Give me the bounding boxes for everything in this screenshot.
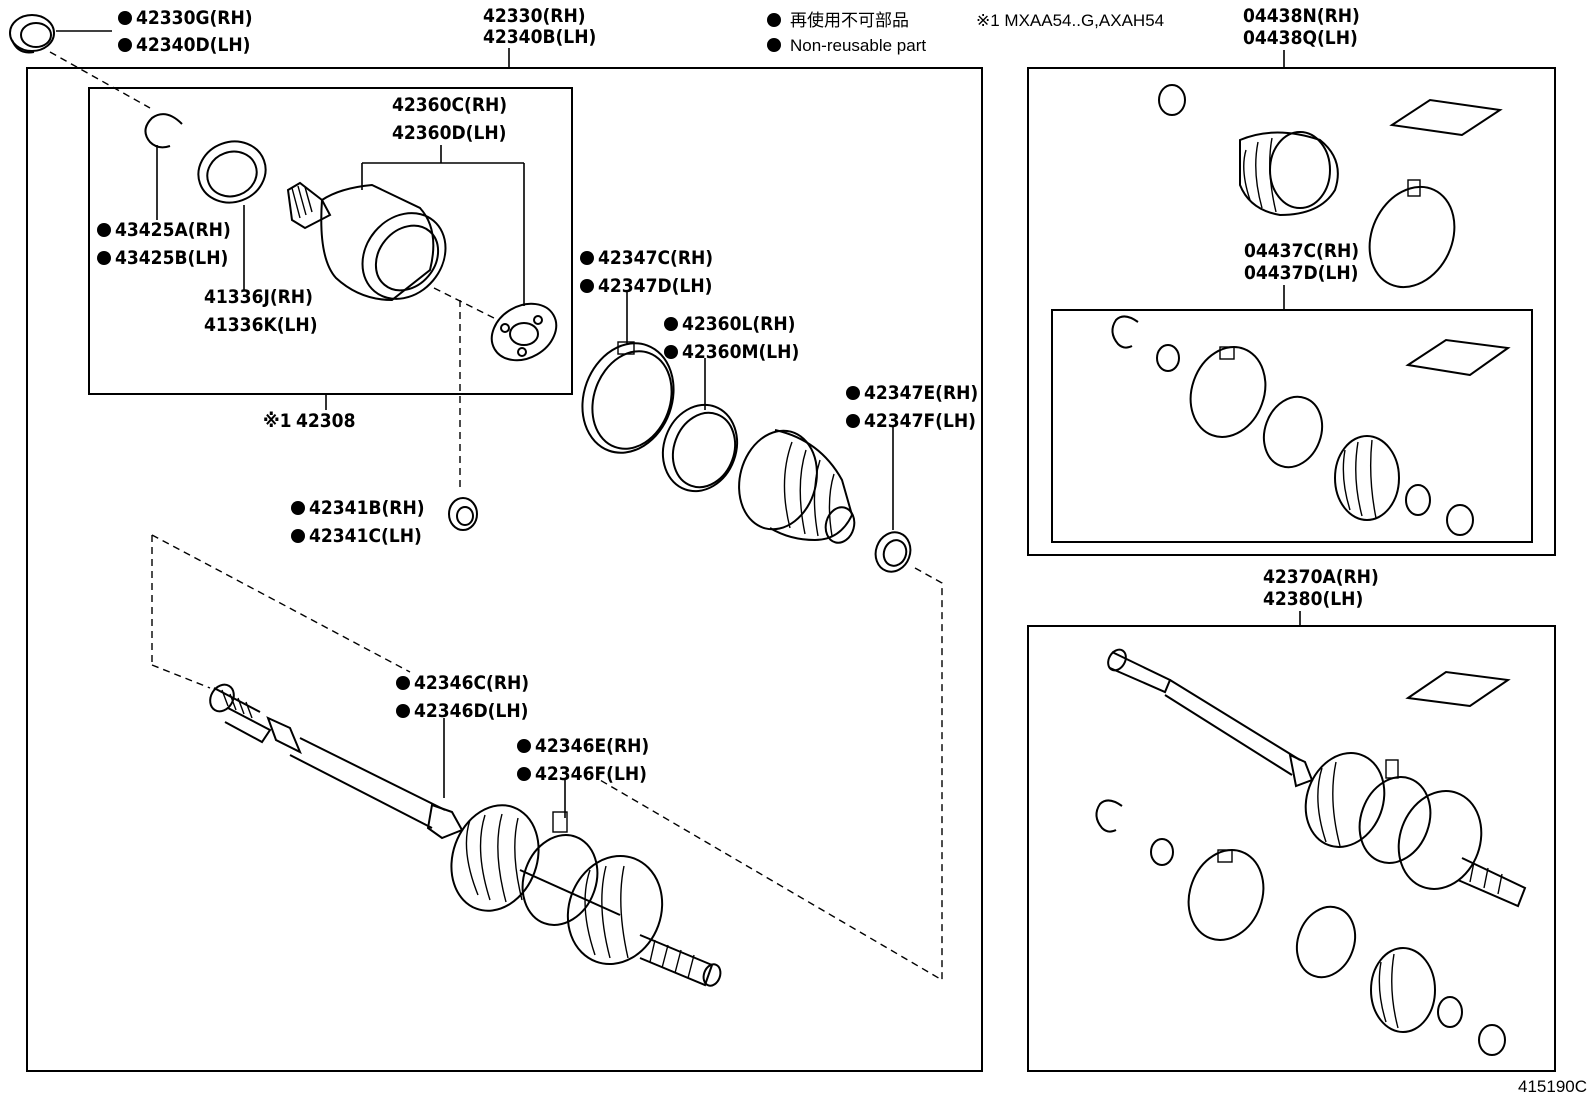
band-part[interactable] bbox=[1254, 389, 1331, 476]
hub-nut-part[interactable] bbox=[9, 14, 55, 54]
note-marker: ※1 bbox=[263, 410, 292, 432]
inboard-joint-frame bbox=[88, 87, 573, 395]
cv-boot-part[interactable] bbox=[728, 422, 858, 546]
drive-shaft-part[interactable] bbox=[205, 680, 723, 988]
label-42370A: 42370A(RH) bbox=[1263, 566, 1379, 588]
label-42347D: 42347D(LH) bbox=[598, 275, 712, 297]
legend-line-en: Non-reusable part bbox=[790, 36, 926, 55]
snap-ring-part[interactable] bbox=[144, 113, 183, 149]
ring-part[interactable] bbox=[1156, 344, 1180, 372]
figure-id: 415190C bbox=[1518, 1077, 1587, 1096]
small-clamp-part[interactable] bbox=[1478, 1024, 1506, 1056]
label-04437D: 04437D(LH) bbox=[1244, 262, 1358, 284]
shaft-assembly-frame bbox=[26, 67, 983, 1072]
label-04438Q: 04438Q(LH) bbox=[1243, 27, 1358, 49]
label-42347F: 42347F(LH) bbox=[864, 410, 976, 432]
boot-clamp-part[interactable] bbox=[1178, 336, 1277, 447]
large-boot-clamp-part[interactable] bbox=[568, 330, 689, 465]
label-42346C: 42346C(RH) bbox=[414, 672, 529, 694]
boot-kit-frame bbox=[1027, 67, 1556, 556]
label-42346D: 42346D(LH) bbox=[414, 700, 528, 722]
small-ring-part[interactable] bbox=[448, 497, 478, 531]
label-43425A: 43425A(RH) bbox=[115, 219, 231, 241]
label-42347E: 42347E(RH) bbox=[864, 382, 978, 404]
snap-ring-part[interactable] bbox=[1095, 799, 1123, 833]
label-42360M: 42360M(LH) bbox=[682, 341, 799, 363]
outboard-assembly-frame bbox=[1027, 625, 1556, 1072]
snap-ring-part[interactable] bbox=[1111, 315, 1139, 349]
grease-pack-icon bbox=[1389, 98, 1503, 137]
grease-pack-icon bbox=[1405, 670, 1511, 708]
legend-line-jp: 再使用不可部品 bbox=[790, 10, 909, 30]
ring-part[interactable] bbox=[1150, 838, 1174, 866]
label-42360D: 42360D(LH) bbox=[392, 122, 506, 144]
label-42346E: 42346E(RH) bbox=[535, 735, 649, 757]
sub-boot-kit-frame bbox=[1051, 309, 1533, 543]
label-04437C: 04437C(RH) bbox=[1244, 240, 1359, 262]
label-42347C: 42347C(RH) bbox=[598, 247, 713, 269]
legend-note: ※1 MXAA54..G,AXAH54 bbox=[976, 11, 1164, 30]
small-boot-part[interactable] bbox=[1370, 947, 1463, 1033]
label-42341C: 42341C(LH) bbox=[309, 525, 422, 547]
label-42340D: 42340D(LH) bbox=[136, 34, 250, 56]
label-42308: 42308 bbox=[296, 410, 355, 432]
legend: 再使用不可部品 Non-reusable part ※1 MXAA54..G,A… bbox=[767, 10, 1164, 55]
label-42360L: 42360L(RH) bbox=[682, 313, 795, 335]
clamp-part[interactable] bbox=[1158, 84, 1186, 116]
label-42340B: 42340B(LH) bbox=[483, 26, 596, 48]
small-boot-part[interactable] bbox=[1334, 435, 1431, 521]
label-41336K: 41336K(LH) bbox=[204, 314, 318, 336]
outboard-shaft-part[interactable] bbox=[1105, 646, 1527, 908]
boot-part[interactable] bbox=[1239, 131, 1339, 217]
inboard-joint-housing-part[interactable] bbox=[286, 181, 463, 316]
label-41336J: 41336J(RH) bbox=[204, 286, 313, 308]
label-42330G: 42330G(RH) bbox=[136, 7, 253, 29]
label-42330: 42330(RH) bbox=[483, 5, 586, 27]
non-reusable-dot-icon bbox=[767, 13, 781, 27]
small-clamp-part[interactable] bbox=[1446, 504, 1474, 536]
label-42346F: 42346F(LH) bbox=[535, 763, 647, 785]
label-42380: 42380(LH) bbox=[1263, 588, 1363, 610]
band-part[interactable] bbox=[1287, 899, 1364, 986]
boot-band-part[interactable] bbox=[651, 394, 749, 501]
small-boot-clamp-part[interactable] bbox=[870, 527, 916, 576]
label-42360C: 42360C(RH) bbox=[392, 94, 507, 116]
label-42341B: 42341B(RH) bbox=[309, 497, 425, 519]
label-43425B: 43425B(LH) bbox=[115, 247, 228, 269]
large-clamp-part[interactable] bbox=[1354, 173, 1470, 301]
grease-pack-icon bbox=[1405, 338, 1511, 377]
non-reusable-dot-icon bbox=[767, 38, 781, 52]
boot-clamp-part[interactable] bbox=[1176, 839, 1275, 950]
tripod-joint-part[interactable] bbox=[482, 292, 567, 371]
dust-deflector-part[interactable] bbox=[190, 132, 274, 212]
label-04438N: 04438N(RH) bbox=[1243, 5, 1360, 27]
